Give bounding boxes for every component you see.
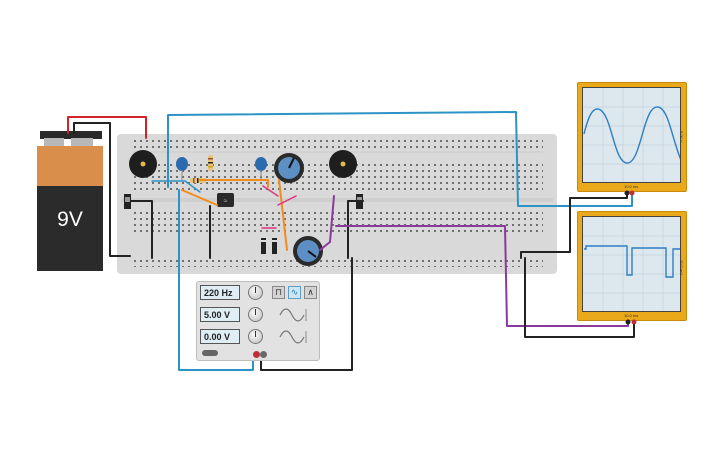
wire-black	[524, 257, 635, 338]
piezo-buzzer-left[interactable]	[129, 150, 157, 178]
amplitude-knob[interactable]	[248, 307, 263, 322]
resistor[interactable]	[208, 155, 213, 171]
frequency-display: 220 Hz	[200, 285, 240, 300]
wire-orange	[199, 179, 269, 188]
waveform-square-button[interactable]: ⊓	[272, 286, 285, 299]
wire-blue	[151, 180, 201, 193]
wire-pink	[277, 195, 297, 206]
slide-switch[interactable]	[124, 194, 131, 209]
oscilloscope-1-trace	[583, 88, 680, 182]
amplitude-wave-icon	[279, 308, 307, 322]
offset-knob[interactable]	[248, 329, 263, 344]
oscilloscope-1-volt-div: 5.00 V	[679, 131, 684, 143]
oscilloscope-2-trace	[583, 217, 680, 311]
battery-9v[interactable]	[37, 131, 103, 271]
battery-label: 9V	[57, 208, 83, 231]
wire-red	[67, 116, 147, 139]
wire-blue	[167, 111, 633, 207]
wire-orange	[278, 179, 288, 251]
wire-pink	[262, 185, 279, 197]
piezo-buzzer-right[interactable]	[329, 150, 357, 178]
ceramic-capacitor[interactable]	[176, 157, 188, 180]
wire-black	[260, 257, 353, 371]
frequency-knob[interactable]	[248, 285, 263, 300]
oscilloscope-2-volt-div: 20.0 mV	[679, 260, 684, 275]
waveform-triangle-button[interactable]: ∧	[304, 286, 317, 299]
diode[interactable]	[272, 238, 277, 254]
wire-black	[520, 194, 628, 259]
positive-terminal[interactable]	[253, 351, 260, 358]
wire-orange	[181, 189, 218, 206]
voltage-regulator[interactable]: ≈	[217, 193, 234, 207]
waveform-sine-button[interactable]: ∿	[288, 286, 301, 299]
oscilloscope-2-screen	[582, 216, 681, 312]
oscilloscope-2-time-div: 10.0 ms	[624, 313, 639, 318]
oscilloscope-1-time-div: 10.0 ms	[624, 184, 639, 189]
negative-terminal[interactable]	[260, 351, 267, 358]
offset-display: 0.00 V	[200, 329, 240, 344]
function-generator[interactable]: 220 Hz ⊓ ∿ ∧ 5.00 V 0.00 V	[196, 281, 320, 361]
amplitude-display: 5.00 V	[200, 307, 240, 322]
wire-black	[73, 122, 131, 257]
oscilloscope-2[interactable]: 10.0 ms 20.0 mV	[577, 211, 687, 321]
potentiometer[interactable]	[293, 236, 323, 266]
power-switch[interactable]	[202, 350, 218, 356]
wire-purple	[335, 225, 629, 327]
wire-blue	[178, 189, 254, 371]
potentiometer[interactable]	[274, 153, 304, 183]
svg-text:≈: ≈	[224, 198, 228, 205]
wire-black	[347, 200, 364, 259]
wire-black	[130, 200, 153, 259]
diode[interactable]	[261, 238, 266, 254]
offset-wave-icon	[279, 330, 307, 344]
oscilloscope-1-screen	[582, 87, 681, 183]
wires[interactable]	[67, 111, 635, 371]
ceramic-capacitor[interactable]	[255, 157, 267, 180]
wire-purple	[319, 195, 335, 251]
oscilloscope-1[interactable]: 10.0 ms 5.00 V	[577, 82, 687, 192]
